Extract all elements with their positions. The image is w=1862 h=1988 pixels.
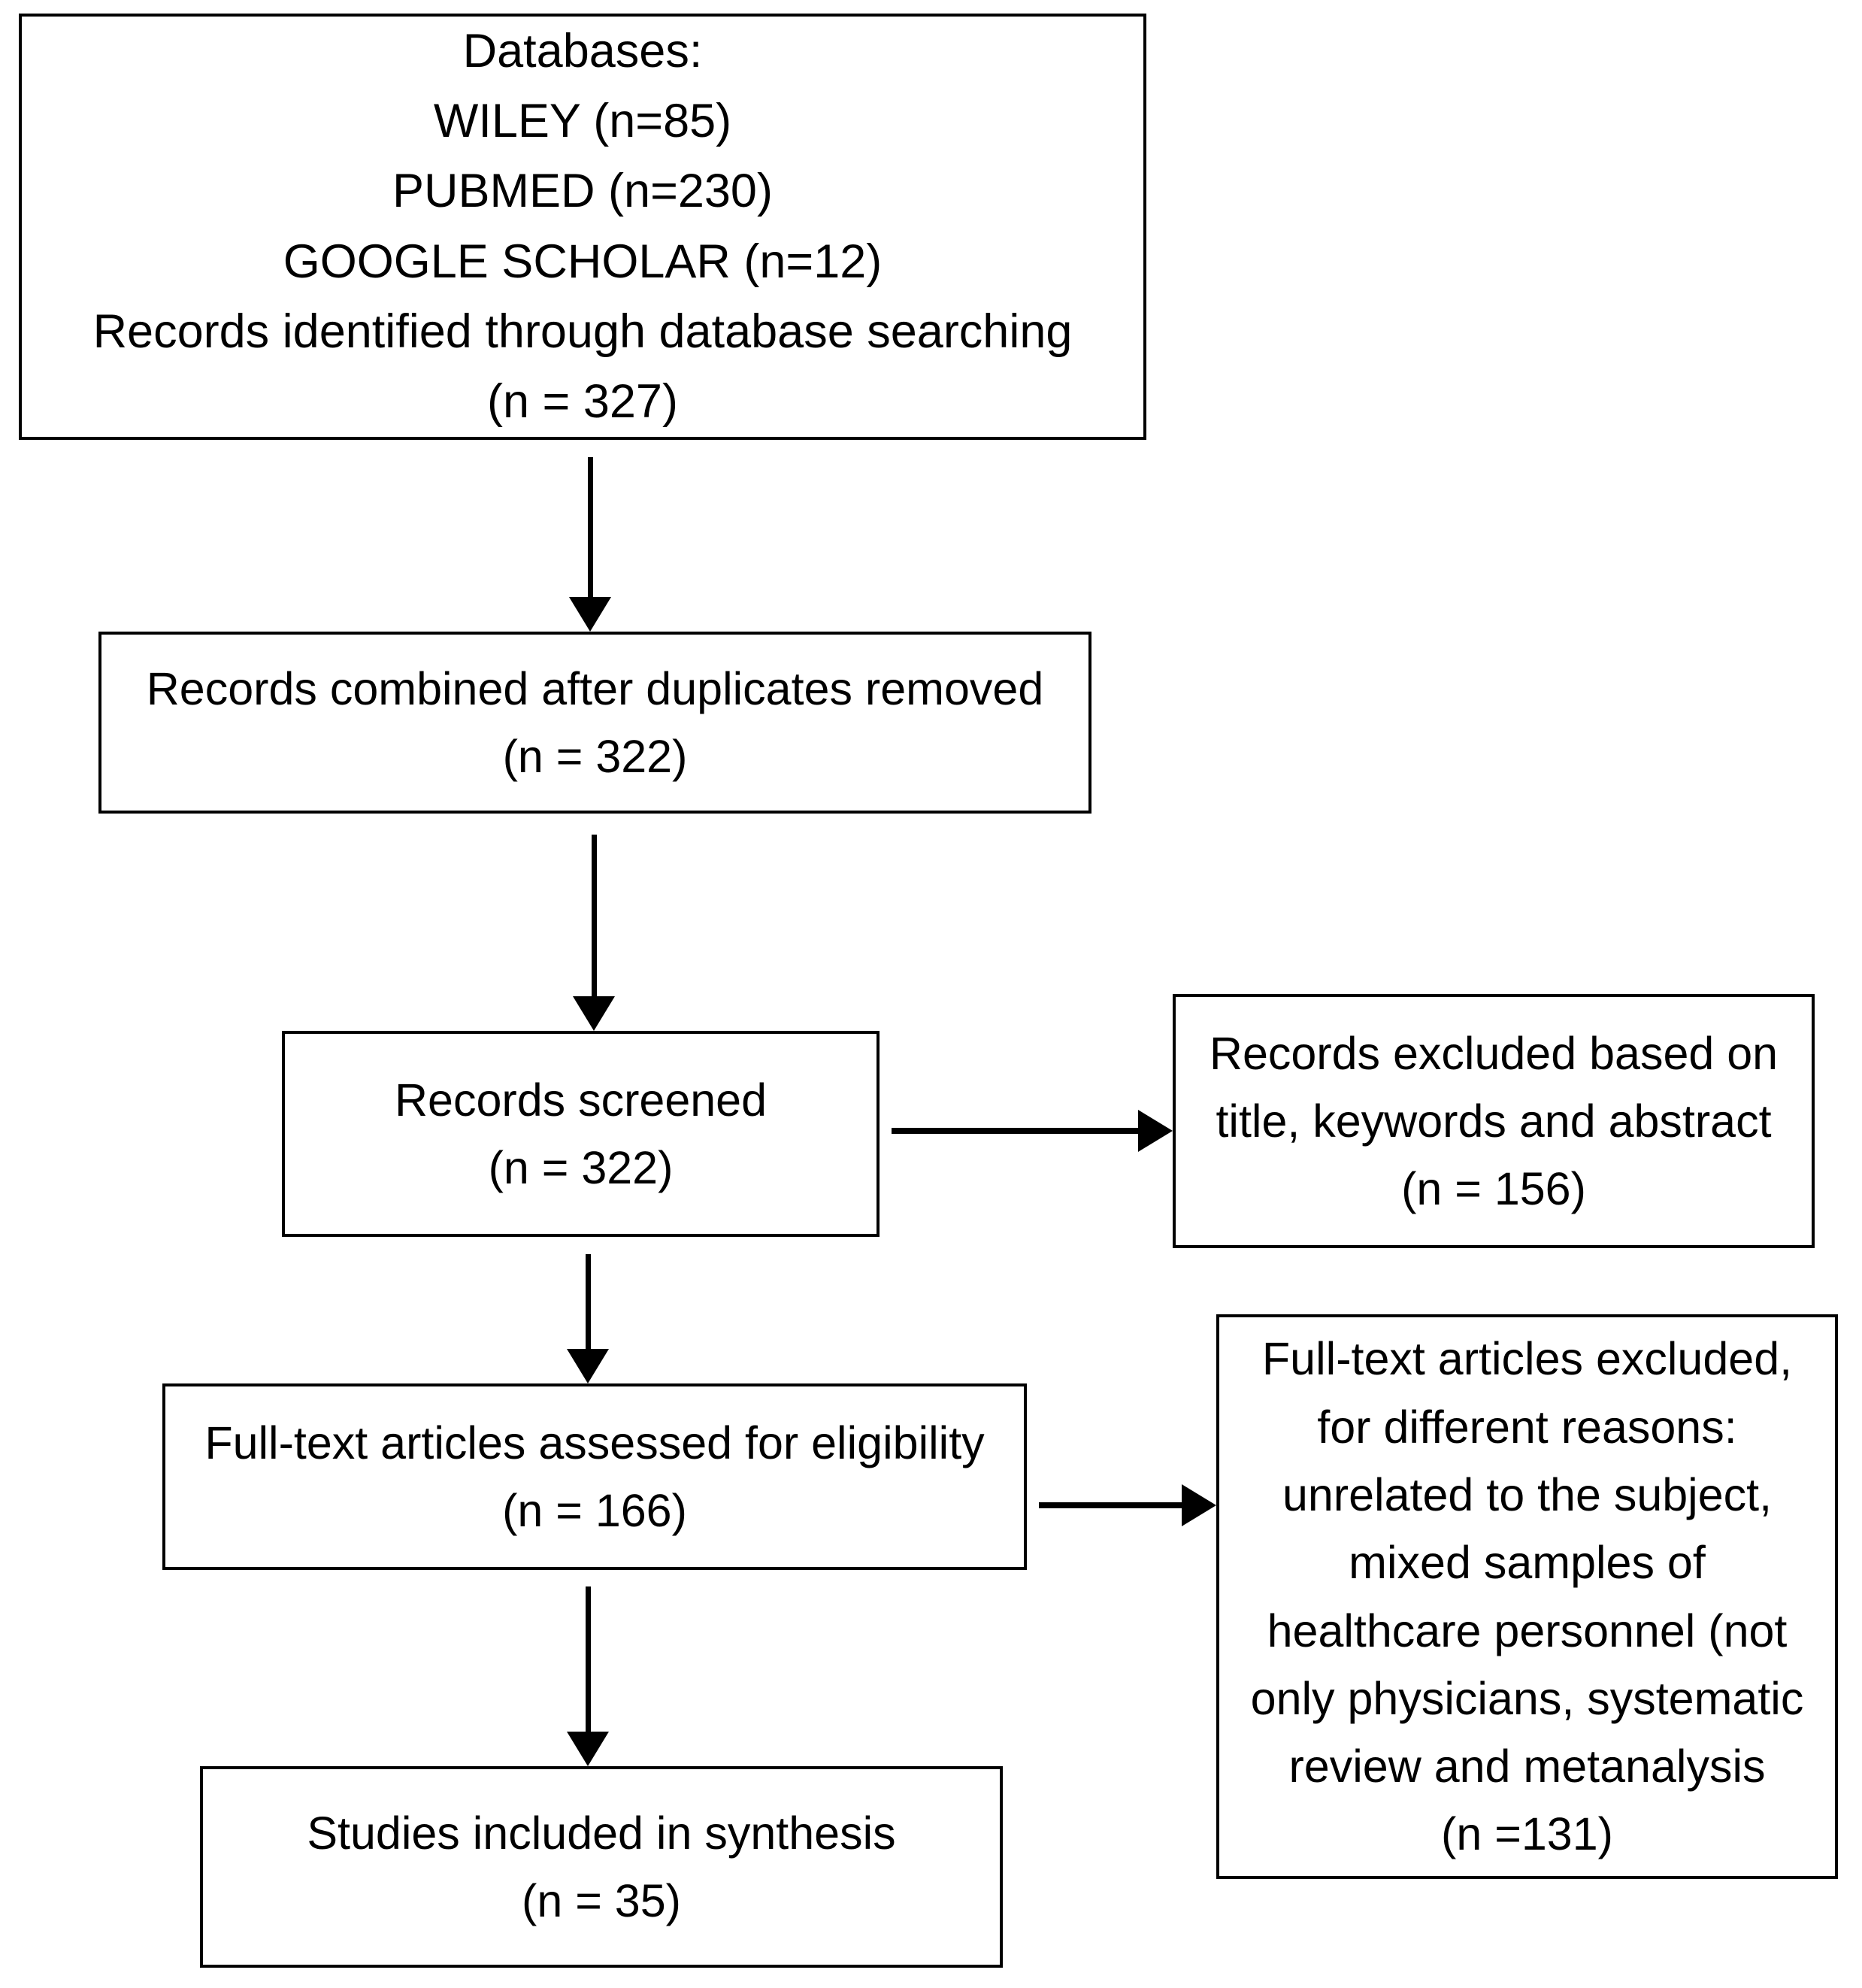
arrow-fulltext-to-included [558, 1586, 618, 1766]
google-scholar-count: GOOGLE SCHOLAR (n=12) [283, 235, 883, 288]
records-screened-count: (n = 322) [488, 1142, 674, 1193]
fulltext-excluded-text-1: Full-text articles excluded, [1261, 1333, 1793, 1385]
databases-label: Databases: [462, 24, 703, 77]
wiley-count: WILEY (n=85) [433, 95, 732, 148]
records-screened-text: Records screened [394, 1074, 768, 1126]
fulltext-assessed-text: Full-text articles assessed for eligibil… [204, 1417, 985, 1468]
pubmed-count: PUBMED (n=230) [392, 165, 773, 218]
arrow-head-down-icon [567, 1732, 609, 1766]
arrow-shaft [1039, 1502, 1186, 1508]
fulltext-excluded-text-2: for different reasons: [1317, 1401, 1737, 1453]
arrow-fulltext-to-excluded [1039, 1478, 1216, 1532]
arrow-shaft [592, 835, 597, 996]
records-identified-text: Records identified through database sear… [92, 305, 1073, 358]
records-excluded-count: (n = 156) [1401, 1163, 1586, 1215]
arrow-shaft [586, 1586, 591, 1732]
arrow-head-right-icon [1182, 1484, 1216, 1526]
studies-included-text: Studies included in synthesis [307, 1807, 896, 1859]
arrow-head-right-icon [1138, 1110, 1173, 1152]
fulltext-excluded-text-7: review and metanalysis [1288, 1741, 1766, 1793]
studies-included-count: (n = 35) [522, 1875, 681, 1926]
arrow-head-down-icon [567, 1349, 609, 1383]
arrow-shaft [586, 1254, 591, 1349]
records-identified-count: (n = 327) [487, 374, 678, 428]
records-after-duplicates-box: Records combined after duplicates remove… [98, 632, 1091, 814]
fulltext-excluded-box: Full-text articles excluded, for differe… [1216, 1314, 1838, 1879]
arrow-screened-to-fulltext [558, 1254, 618, 1383]
duplicates-removed-text: Records combined after duplicates remove… [146, 662, 1044, 714]
arrow-databases-to-duplicates [560, 457, 620, 632]
records-excluded-text-1: Records excluded based on [1209, 1027, 1779, 1079]
arrow-shaft [588, 457, 593, 597]
records-screened-box: Records screened (n = 322) [282, 1031, 880, 1237]
fulltext-excluded-text-4: mixed samples of [1349, 1537, 1706, 1589]
fulltext-excluded-text-5: healthcare personnel (not [1267, 1605, 1788, 1656]
studies-included-box: Studies included in synthesis (n = 35) [200, 1766, 1003, 1968]
arrow-head-down-icon [569, 597, 611, 632]
fulltext-excluded-text-3: unrelated to the subject, [1282, 1468, 1773, 1520]
duplicates-removed-count: (n = 322) [502, 731, 688, 782]
fulltext-assessed-box: Full-text articles assessed for eligibil… [162, 1383, 1027, 1570]
records-excluded-box: Records excluded based on title, keyword… [1173, 994, 1815, 1248]
records-identified-box: Databases: WILEY (n=85) PUBMED (n=230) G… [19, 14, 1146, 440]
records-excluded-text-2: title, keywords and abstract [1216, 1095, 1772, 1147]
fulltext-excluded-text-6: only physicians, systematic [1250, 1672, 1804, 1724]
fulltext-excluded-count: (n =131) [1441, 1808, 1613, 1860]
arrow-screened-to-excluded [892, 1104, 1173, 1158]
arrow-shaft [892, 1128, 1143, 1134]
arrow-duplicates-to-screened [564, 835, 624, 1031]
fulltext-assessed-count: (n = 166) [502, 1485, 687, 1536]
arrow-head-down-icon [573, 996, 615, 1031]
